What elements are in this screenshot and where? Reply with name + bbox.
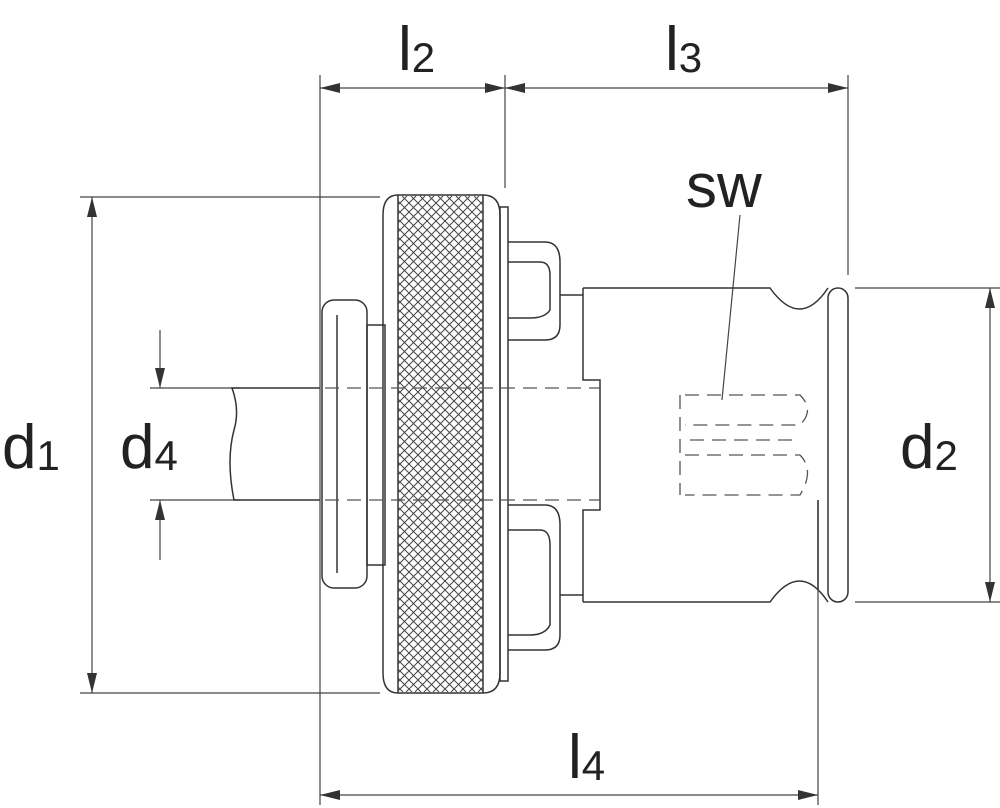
part-outline: [229, 194, 849, 694]
knurl-line: [441, 650, 484, 693]
upper-lug: [508, 241, 561, 341]
knurl-line: [397, 569, 484, 656]
knurl-line: [397, 641, 449, 693]
knurl-line: [397, 578, 484, 665]
knurl-line: [419, 195, 484, 260]
knurl-line: [397, 299, 484, 386]
knurl-line: [397, 195, 480, 278]
knurl-line: [423, 632, 484, 693]
knurl-line: [397, 195, 435, 233]
knurl-line: [397, 380, 484, 467]
knurl-line: [397, 263, 484, 350]
knurl-line: [397, 452, 484, 539]
knurl-line: [397, 605, 484, 692]
knurl-line: [397, 461, 484, 548]
extension-lines: [80, 75, 1000, 805]
knurl-line: [401, 195, 484, 278]
label-l2: l2: [398, 15, 435, 84]
knurl-line: [455, 195, 484, 224]
knurl-line: [405, 614, 484, 693]
flange: [321, 299, 368, 589]
knurl-line: [397, 200, 484, 287]
knurl-line: [397, 209, 484, 296]
knurl-line: [397, 515, 484, 602]
knurl-line: [468, 677, 484, 693]
knurl-line: [397, 434, 484, 521]
knurl-line: [397, 668, 422, 693]
knurl-line: [397, 407, 484, 494]
knurl-pattern: [397, 195, 484, 693]
label-d1: d1: [2, 413, 60, 482]
knurl-line: [397, 623, 467, 693]
dimension-lines: [87, 83, 995, 800]
knurl-line: [397, 195, 462, 260]
knurl-line: [428, 195, 484, 251]
knurl-line: [397, 195, 444, 242]
label-d2: d2: [900, 413, 958, 482]
knurl-line: [397, 195, 408, 206]
sw-leader: [721, 214, 741, 401]
knurl-line: [397, 659, 431, 693]
label-sw: sw: [686, 152, 762, 221]
knurl-line: [397, 560, 484, 647]
knurl-line: [397, 488, 484, 575]
knurl-line: [397, 632, 458, 693]
end-lip: [827, 287, 849, 603]
hidden-lines: [325, 387, 809, 501]
knurl-line: [397, 254, 484, 341]
knurl-line: [397, 470, 484, 557]
knurl-line: [397, 272, 484, 359]
lower-lug: [508, 504, 561, 651]
knurl-line: [437, 195, 484, 242]
knurl-line: [414, 623, 484, 693]
knurl-line: [397, 236, 484, 323]
knurl-line: [397, 195, 471, 269]
knurl-line: [397, 353, 484, 440]
knurl-line: [397, 290, 484, 377]
label-d4: d4: [120, 413, 178, 482]
knurl-line: [446, 195, 484, 233]
knurl-line: [397, 362, 484, 449]
knurl-line: [397, 614, 476, 693]
knurl-line: [397, 195, 453, 251]
label-l4: l4: [568, 723, 605, 792]
knurl-line: [397, 542, 484, 629]
knurl-line: [397, 398, 484, 485]
knurl-line: [477, 686, 484, 693]
shank: [229, 387, 320, 501]
knurl-line: [397, 335, 484, 422]
knurl-line: [397, 551, 484, 638]
knurl-line: [397, 195, 426, 224]
knurl-line: [397, 389, 484, 476]
knurl-line: [397, 587, 484, 674]
knurl-line: [397, 596, 484, 683]
knurl-line: [397, 686, 404, 693]
knurl-line: [432, 641, 484, 693]
knurl-line: [397, 371, 484, 458]
knurl-line: [397, 227, 484, 314]
knurl-line: [397, 416, 484, 503]
knurl-line: [450, 659, 484, 693]
knurl-line: [464, 195, 484, 215]
knurl-line: [410, 195, 484, 269]
knurl-line: [473, 195, 484, 206]
knurl-line: [397, 281, 484, 368]
knurl-line: [397, 524, 484, 611]
knurl-line: [397, 317, 484, 404]
knurl-line: [397, 479, 484, 566]
knurl-line: [397, 425, 484, 512]
knurl-line: [397, 443, 484, 530]
knurl-line: [397, 218, 484, 305]
knurl-line: [459, 668, 484, 693]
knurl-line: [397, 195, 417, 215]
knurl-line: [397, 326, 484, 413]
knurl-line: [397, 533, 484, 620]
body: [583, 287, 829, 603]
label-l3: l3: [665, 15, 702, 84]
knurl-line: [397, 245, 484, 332]
knurl-line: [397, 308, 484, 395]
collar: [366, 324, 386, 566]
knurl-line: [397, 506, 484, 593]
knurl-line: [397, 497, 484, 584]
